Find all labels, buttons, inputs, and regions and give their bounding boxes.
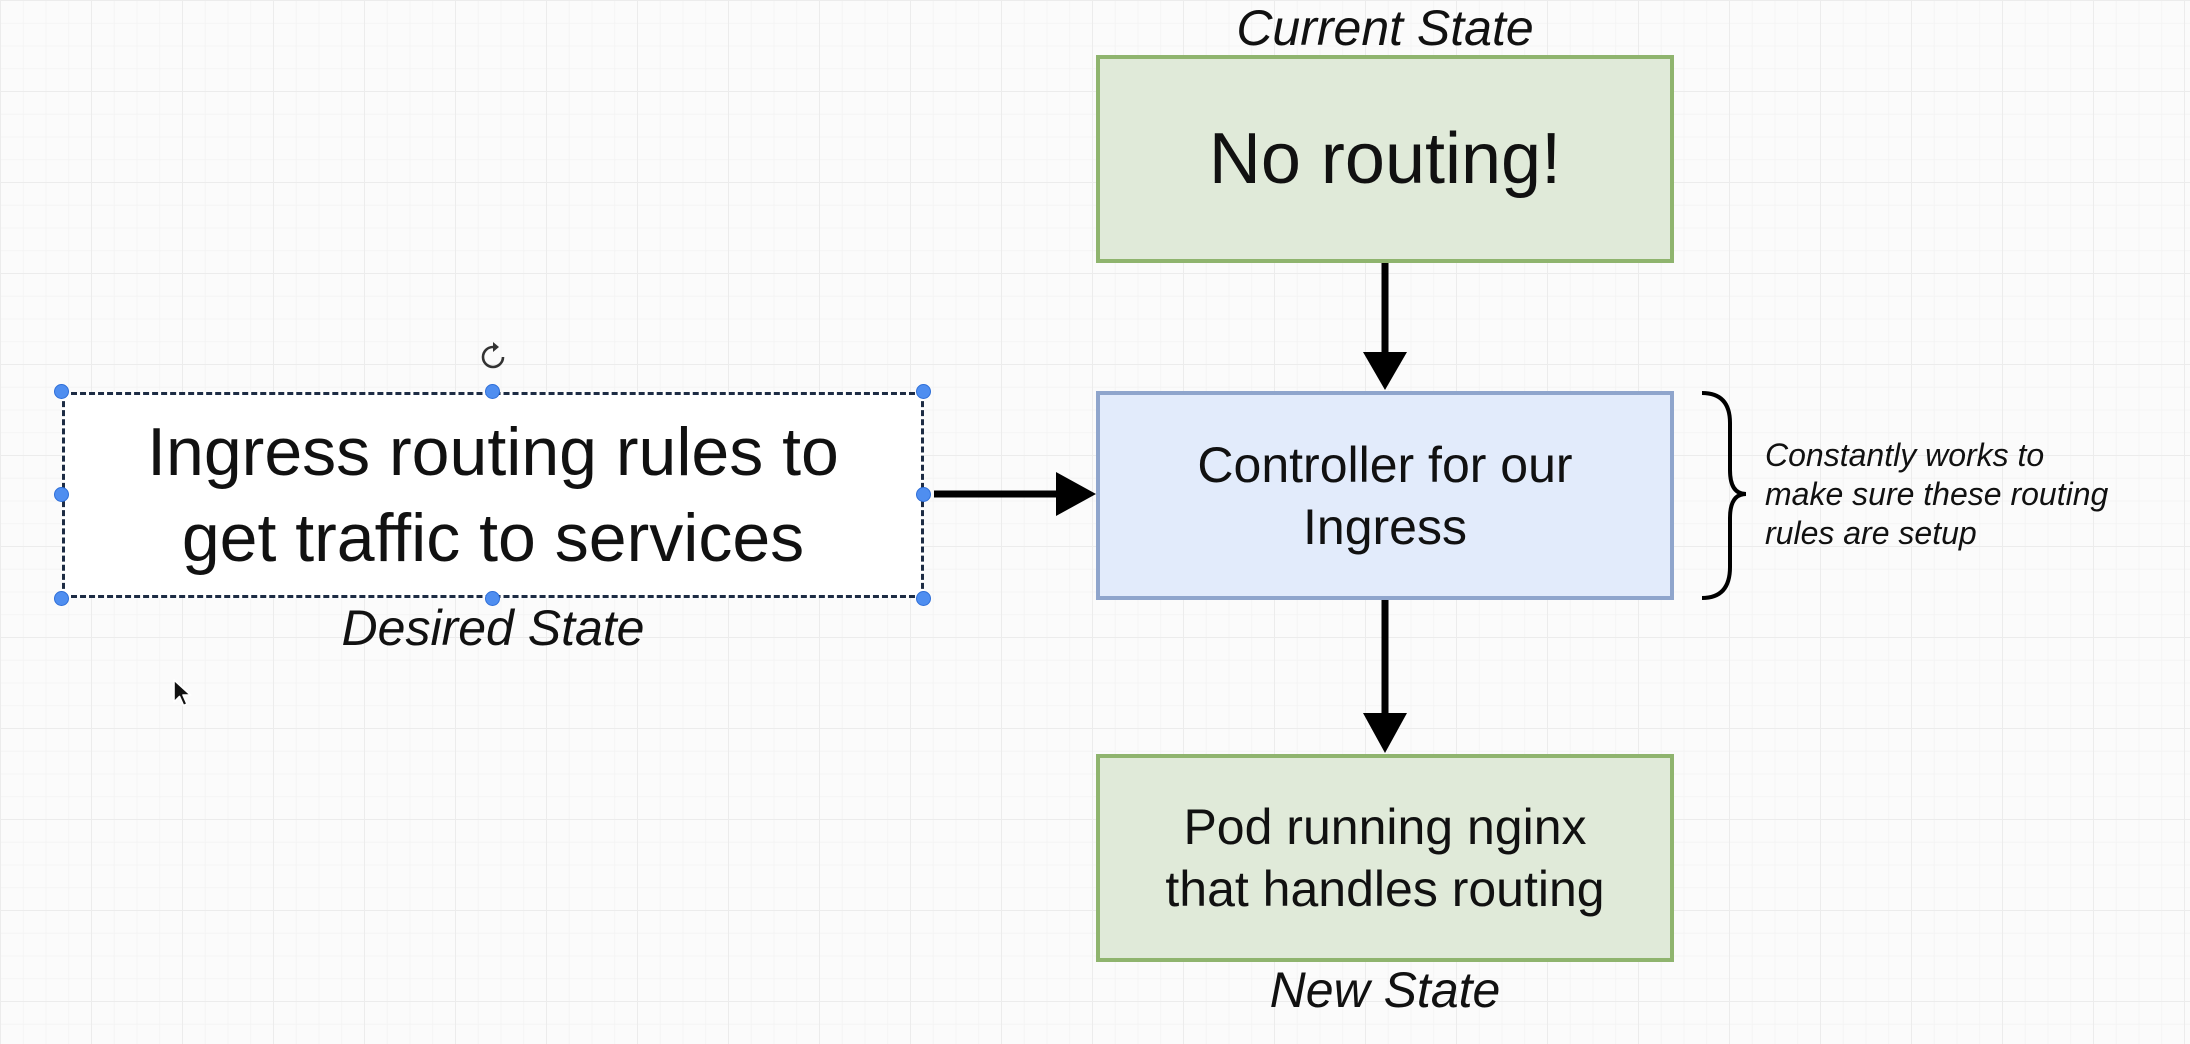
pod-box[interactable]: Pod running nginx that handles routing: [1096, 754, 1674, 962]
note-line-2: make sure these routing: [1765, 476, 2109, 512]
arrow-desired-to-controller[interactable]: [934, 472, 1096, 516]
controller-box[interactable]: Controller for our Ingress: [1096, 391, 1674, 600]
pod-text: Pod running nginx that handles routing: [1165, 796, 1604, 920]
arrow-controller-to-pod[interactable]: [1363, 600, 1407, 753]
desired-state-line-2: get traffic to services: [181, 500, 805, 576]
desired-state-line-1: Ingress routing rules to: [147, 414, 839, 490]
selection-handle-middle-left[interactable]: [54, 487, 69, 502]
new-state-label: New State: [1269, 962, 1501, 1018]
selection-handle-middle-right[interactable]: [916, 487, 931, 502]
note-line-3: rules are setup: [1765, 515, 1977, 551]
controller-line-2: Ingress: [1303, 498, 1467, 555]
current-state-label: Current State: [1236, 0, 1534, 56]
selection-handle-top-right[interactable]: [916, 384, 931, 399]
selection-handle-top-center[interactable]: [485, 384, 500, 399]
mouse-pointer-icon: [173, 679, 192, 707]
note-line-1: Constantly works to: [1765, 437, 2045, 473]
controller-text: Controller for our Ingress: [1197, 434, 1572, 558]
selection-handle-top-left[interactable]: [54, 384, 69, 399]
note-text: Constantly works to make sure these rout…: [1765, 436, 2108, 553]
desired-state-text: Ingress routing rules to get traffic to …: [147, 409, 839, 581]
pod-line-2: that handles routing: [1165, 861, 1605, 917]
desired-state-label: Desired State: [341, 600, 645, 656]
current-state-box[interactable]: No routing!: [1096, 55, 1674, 263]
rotate-icon[interactable]: [476, 340, 510, 374]
selection-handle-bottom-center[interactable]: [485, 591, 500, 606]
selection-handle-bottom-left[interactable]: [54, 591, 69, 606]
arrow-current-to-controller[interactable]: [1363, 263, 1407, 390]
pod-line-1: Pod running nginx: [1183, 799, 1587, 855]
selection-handle-bottom-right[interactable]: [916, 591, 931, 606]
curly-brace[interactable]: [1701, 391, 1747, 600]
current-state-text: No routing!: [1208, 119, 1562, 199]
controller-line-1: Controller for our: [1197, 436, 1573, 493]
